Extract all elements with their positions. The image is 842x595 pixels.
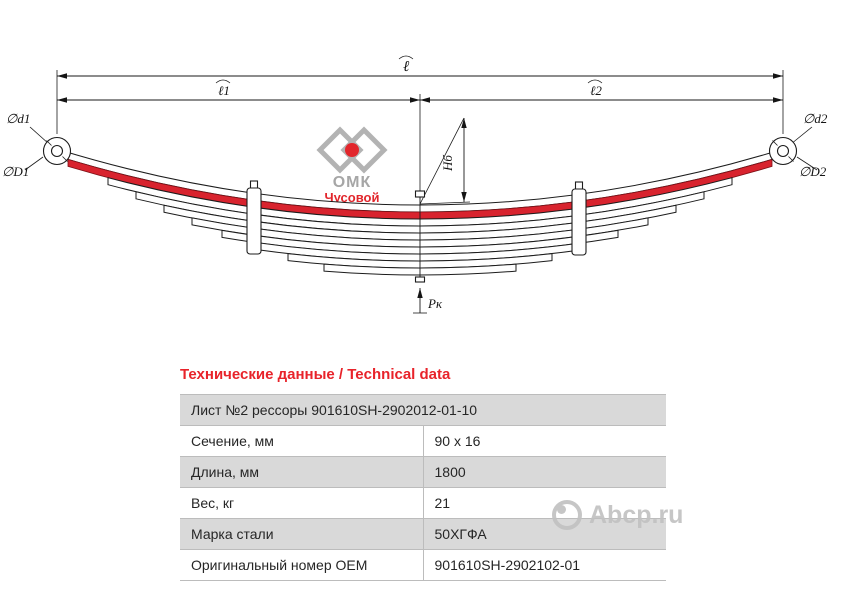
spec-row-section: Сечение, мм 90 x 16 [180,425,666,457]
spec-header-cell: Лист №2 рессоры 901610SH-2902012-01-10 [180,394,666,426]
spring-eyes [42,136,798,166]
spec-value: 21 [422,487,666,519]
dimension-lines [24,55,818,314]
dimension-labels: ℓ ℓ1 ℓ2 ∅d1 ∅D1 ∅d2 ∅D2 Hб Pк [2,59,828,311]
label-l2: ℓ2 [590,83,602,98]
spec-value: 50ХГФА [422,518,666,550]
omk-logo-text: ОМК [333,174,372,191]
arc-mark-l [398,55,414,60]
arc-mark-l1 [215,79,231,84]
spec-label: Вес, кг [180,487,423,519]
spec-label: Оригинальный номер OEM [180,549,423,581]
center-bolt [414,190,426,283]
leader-d1 [29,126,50,145]
label-pk: Pк [427,296,443,311]
label-hb: Hб [440,155,455,172]
label-D1: ∅D1 [2,164,29,179]
hb-diagonal-upper [419,117,465,205]
spec-header-row: Лист №2 рессоры 901610SH-2902012-01-10 [180,394,666,426]
center-bolt-nut [414,276,426,283]
spec-label: Марка стали [180,518,423,550]
spec-value: 1800 [422,456,666,488]
label-D2: ∅D2 [799,164,827,179]
leader-d2 [790,126,813,145]
clamps [246,180,587,256]
spec-label: Длина, мм [180,456,423,488]
spec-value: 90 x 16 [422,425,666,457]
right-eye-inner [776,144,790,158]
label-d1: ∅d1 [6,111,30,126]
spec-row-length: Длина, мм 1800 [180,456,666,488]
label-total-length: ℓ [403,59,409,75]
section-title: Технические данные / Technical data [180,366,451,383]
omk-logo: ОМК Чусовой [316,126,388,205]
technical-data-section: Технические данные / Technical data Лист… [180,366,666,581]
arc-mark-l2 [587,79,603,84]
leaf-spring-drawing: ОМК Чусовой [2,55,828,314]
spec-label: Сечение, мм [180,425,423,457]
spec-row-steel-grade: Марка стали 50ХГФА [180,518,666,550]
spec-value: 901610SH-2902102-01 [422,549,666,581]
left-eye-inner [50,144,64,158]
spec-row-oem-number: Оригинальный номер OEM 901610SH-2902102-… [180,549,666,581]
leader-D2 [796,156,818,171]
spec-row-weight: Вес, кг 21 [180,487,666,519]
omk-logo-dot-icon [345,143,359,157]
right-clamp [571,188,587,256]
label-l1: ℓ1 [218,83,230,98]
leader-D1 [24,156,44,171]
omk-logo-subtext: Чусовой [325,190,380,205]
hb-diagonal-lower [419,201,471,205]
center-bolt-head [414,190,426,198]
label-d2: ∅d2 [803,111,828,126]
spec-table: Лист №2 рессоры 901610SH-2902012-01-10 С… [180,394,666,581]
left-clamp [246,187,262,255]
